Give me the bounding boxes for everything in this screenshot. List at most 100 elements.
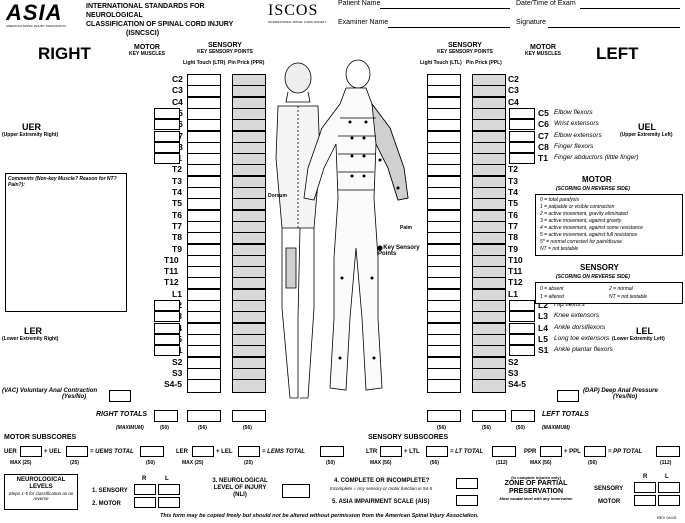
left-motor-input[interactable] (509, 131, 535, 142)
right-motor-input[interactable] (154, 142, 180, 153)
right-lt-input[interactable] (187, 164, 221, 176)
sensory-level-l[interactable] (158, 484, 180, 495)
left-lt-input[interactable] (427, 164, 461, 176)
uems-total[interactable] (140, 446, 164, 457)
left-lt-input[interactable] (427, 277, 461, 289)
left-level-label: L5 (538, 334, 548, 344)
zpp-sensory-label: SENSORY (594, 486, 624, 492)
right-pp-input[interactable] (232, 379, 266, 393)
neuro-levels-box: NEUROLOGICAL LEVELS Steps 1-5 for classi… (4, 474, 78, 510)
left-pp-input[interactable] (472, 311, 506, 323)
vac-input[interactable] (109, 390, 131, 402)
zpp-motor-l[interactable] (658, 495, 680, 506)
nli-input[interactable] (282, 484, 310, 498)
comments-box[interactable]: Comments (Non-key Muscle? Reason for NT?… (5, 173, 127, 312)
ppl-subscore[interactable] (584, 446, 606, 457)
left-lt-input[interactable] (427, 198, 461, 210)
lt-total[interactable] (492, 446, 516, 457)
ppr-subscore[interactable] (540, 446, 562, 457)
ltl-subscore[interactable] (426, 446, 448, 457)
left-pp-input[interactable] (472, 198, 506, 210)
left-lt-input[interactable] (427, 345, 461, 357)
right-motor-input[interactable] (154, 108, 180, 119)
zpp-sensory-r[interactable] (634, 482, 656, 493)
right-motor-input[interactable] (154, 334, 180, 345)
pp-total[interactable] (656, 446, 680, 457)
patient-name-field[interactable] (380, 8, 510, 9)
right-pp-input[interactable] (232, 277, 266, 289)
right-motor-total[interactable] (154, 410, 178, 422)
left-motor-input[interactable] (509, 119, 535, 130)
ler-subscore[interactable] (192, 446, 214, 457)
left-lt-input[interactable] (427, 85, 461, 97)
left-pp-input[interactable] (472, 232, 506, 244)
right-motor-input[interactable] (154, 153, 180, 164)
lems-total[interactable] (320, 446, 344, 457)
date-field[interactable] (580, 8, 680, 9)
uel-subscore[interactable] (66, 446, 88, 457)
left-lt-input[interactable] (427, 119, 461, 131)
left-motor-input[interactable] (509, 142, 535, 153)
left-level-label: C2 (508, 74, 519, 84)
left-motor-input[interactable] (509, 300, 535, 311)
ltr-subscore[interactable] (380, 446, 402, 457)
left-pp-input[interactable] (472, 277, 506, 289)
right-motor-input[interactable] (154, 300, 180, 311)
left-pp-input[interactable] (472, 164, 506, 176)
right-lt-input[interactable] (187, 277, 221, 289)
left-pp-input[interactable] (472, 85, 506, 97)
right-lt-input[interactable] (187, 311, 221, 323)
right-motor-input[interactable] (154, 311, 180, 322)
left-max-pp: (56) (482, 425, 491, 431)
motor-level-l[interactable] (158, 497, 180, 508)
left-lt-input[interactable] (427, 311, 461, 323)
motor-level-r[interactable] (134, 497, 156, 508)
left-motor-input[interactable] (509, 153, 535, 164)
motor-legend-title: MOTOR (582, 175, 612, 184)
left-motor-input[interactable] (509, 334, 535, 345)
left-lt-total[interactable] (427, 410, 461, 422)
right-pp-total[interactable] (232, 410, 266, 422)
left-motor-input[interactable] (509, 345, 535, 356)
dap-input[interactable] (557, 390, 579, 402)
zpp-sensory-l[interactable] (658, 482, 680, 493)
left-pp-input[interactable] (472, 119, 506, 131)
right-pp-input[interactable] (232, 198, 266, 210)
right-pp-input[interactable] (232, 164, 266, 176)
left-motor-input[interactable] (509, 108, 535, 119)
right-motor-input[interactable] (154, 323, 180, 334)
examiner-label: Examiner Name (338, 19, 389, 26)
uer-subscore[interactable] (20, 446, 42, 457)
left-motor-input[interactable] (509, 311, 535, 322)
left-motor-total[interactable] (511, 410, 535, 422)
right-pp-input[interactable] (232, 311, 266, 323)
zpp-motor-r[interactable] (634, 495, 656, 506)
lel-subscore[interactable] (238, 446, 260, 457)
right-motor-input[interactable] (154, 345, 180, 356)
right-pp-input[interactable] (232, 85, 266, 97)
right-lt-input[interactable] (187, 345, 221, 357)
right-lt-total[interactable] (187, 410, 221, 422)
signature-field[interactable] (548, 27, 680, 28)
right-pp-input[interactable] (232, 345, 266, 357)
left-pp-input[interactable] (472, 379, 506, 393)
examiner-field[interactable] (388, 27, 510, 28)
right-motor-input[interactable] (154, 119, 180, 130)
left-pp-input[interactable] (472, 345, 506, 357)
left-pp-total[interactable] (472, 410, 506, 422)
complete-input[interactable] (456, 478, 478, 489)
left-lt-input[interactable] (427, 232, 461, 244)
right-lt-input[interactable] (187, 232, 221, 244)
ais-input[interactable] (456, 495, 478, 506)
right-lt-input[interactable] (187, 85, 221, 97)
right-lt-input[interactable] (187, 119, 221, 131)
right-lt-input[interactable] (187, 379, 221, 393)
right-motor-input[interactable] (154, 131, 180, 142)
right-lt-input[interactable] (187, 198, 221, 210)
left-motor-input[interactable] (509, 323, 535, 334)
left-lt-input[interactable] (427, 379, 461, 393)
right-pp-input[interactable] (232, 119, 266, 131)
sensory-level-r[interactable] (134, 484, 156, 495)
right-pp-input[interactable] (232, 232, 266, 244)
